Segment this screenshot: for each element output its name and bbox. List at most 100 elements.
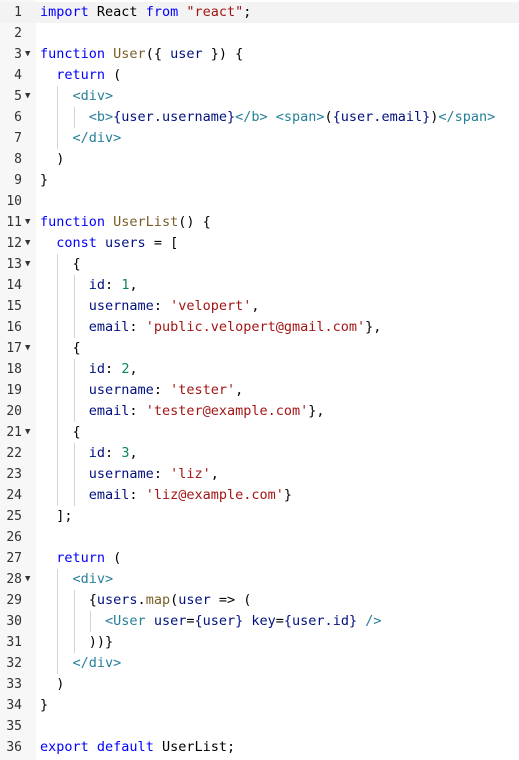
code-token [105,46,113,62]
code-line[interactable]: 13▼ { [0,254,519,275]
fold-toggle-icon[interactable]: ▼ [25,217,31,227]
code-line[interactable]: 10 [0,191,519,212]
code-line[interactable]: 29 {users.map(user => ( [0,590,519,611]
line-number: 17 [6,341,22,356]
code-line[interactable]: 3▼function User({ user }) { [0,44,519,65]
code-text: const users = [ [40,233,178,254]
code-line[interactable]: 6 <b>{user.username}</b> <span>({user.em… [0,107,519,128]
fold-toggle-icon[interactable]: ▼ [25,574,31,584]
code-line[interactable]: 16 email: 'public.velopert@gmail.com'}, [0,317,519,338]
code-line[interactable]: 31 ))} [0,632,519,653]
code-token: email [88,487,130,503]
code-token: /> [365,613,382,629]
code-token: username [88,382,154,398]
code-line[interactable]: 24 email: 'liz@example.com'} [0,485,519,506]
line-number: 35 [6,719,22,734]
code-token: 1 [121,277,130,293]
indent-guide [57,401,59,422]
indent-guide [73,485,75,506]
code-line[interactable]: 26 [0,527,519,548]
code-token: : [153,382,171,398]
code-token: import [40,4,89,20]
code-text: { [40,422,81,443]
code-line[interactable]: 2 [0,23,519,44]
code-token [40,361,89,377]
code-line[interactable]: 5▼ <div> [0,86,519,107]
code-line[interactable]: 34} [0,695,519,716]
code-text: email: 'tester@example.com'}, [40,401,325,422]
code-token: }) { [202,46,244,62]
code-token: id [88,277,106,293]
line-number: 11 [6,215,22,230]
fold-toggle-icon[interactable]: ▼ [25,238,31,248]
code-line[interactable]: 30 <User user={user} key={user.id} /> [0,611,519,632]
code-token: { [40,592,97,608]
code-line[interactable]: 25 ]; [0,506,519,527]
code-token: ( [170,592,179,608]
code-line[interactable]: 15 username: 'velopert', [0,296,519,317]
code-line[interactable]: 20 email: 'tester@example.com'}, [0,401,519,422]
code-token: . [137,592,146,608]
indent-guide [73,632,75,653]
code-line[interactable]: 12▼ const users = [ [0,233,519,254]
code-text: ]; [40,506,72,527]
code-line[interactable]: 23 username: 'liz', [0,464,519,485]
code-line[interactable]: 33 ) [0,674,519,695]
line-number: 22 [6,446,22,461]
fold-toggle-icon[interactable]: ▼ [25,427,31,437]
code-line[interactable]: 28▼ <div> [0,569,519,590]
code-line[interactable]: 11▼function UserList() { [0,212,519,233]
code-token: user [178,592,211,608]
code-text: </div> [40,653,122,674]
code-token: ) [40,151,65,167]
indent-guide [57,128,59,149]
code-line[interactable]: 22 id: 3, [0,443,519,464]
code-line[interactable]: 14 id: 1, [0,275,519,296]
line-number: 2 [14,26,22,41]
code-token: const [56,235,97,251]
code-line[interactable]: 8 ) [0,149,519,170]
code-token: 'tester' [170,382,236,398]
code-text: username: 'tester', [40,380,243,401]
code-line[interactable]: 32 </div> [0,653,519,674]
code-text: email: 'public.velopert@gmail.com'}, [40,317,382,338]
indent-guide [73,611,75,632]
code-line[interactable]: 27 return ( [0,548,519,569]
indent-guide [73,317,75,338]
code-token: 'velopert' [170,298,252,314]
code-token: : [129,487,146,503]
line-number: 21 [6,425,22,440]
code-token: ({ [145,46,171,62]
line-number: 7 [14,131,22,146]
code-token [357,613,365,629]
fold-toggle-icon[interactable]: ▼ [25,343,31,353]
code-line[interactable]: 18 id: 2, [0,359,519,380]
line-number-gutter [0,0,36,760]
fold-toggle-icon[interactable]: ▼ [25,91,31,101]
code-token: ( [105,67,122,83]
code-text: id: 3, [40,443,138,464]
fold-toggle-icon[interactable]: ▼ [25,259,31,269]
code-token: ; [227,739,236,755]
line-number: 16 [6,320,22,335]
code-line[interactable]: 21▼ { [0,422,519,443]
code-line[interactable]: 9} [0,170,519,191]
code-token: = [275,613,284,629]
code-token: 'tester@example.com' [145,403,309,419]
code-token [40,109,89,125]
line-number: 5 [14,89,22,104]
code-line[interactable]: 35 [0,716,519,737]
indent-guide [73,275,75,296]
code-text: <b>{user.username}</b> <span>({user.emai… [40,107,495,128]
code-line[interactable]: 17▼ { [0,338,519,359]
code-line[interactable]: 19 username: 'tester', [0,380,519,401]
line-number: 28 [6,572,22,587]
indent-guide [57,275,59,296]
code-line[interactable]: 4 return ( [0,65,519,86]
line-number: 10 [6,194,22,209]
code-line[interactable]: 7 </div> [0,128,519,149]
fold-toggle-icon[interactable]: ▼ [25,49,31,59]
